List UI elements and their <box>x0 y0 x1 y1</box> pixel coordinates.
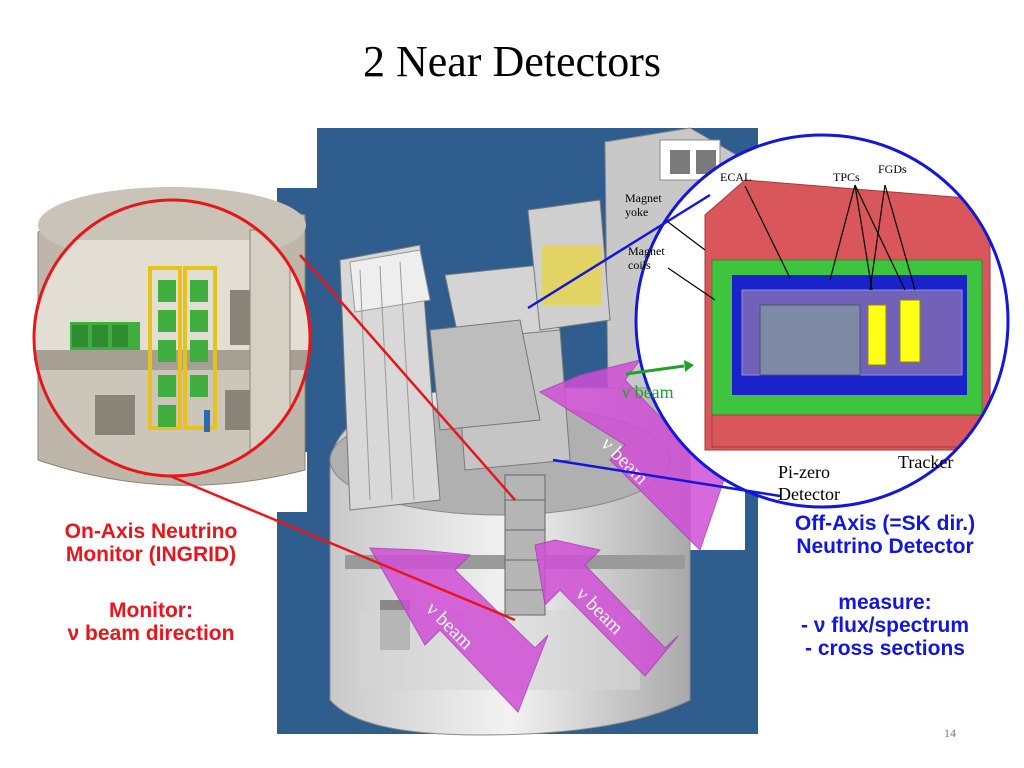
fgds-label: FGDs <box>878 162 907 176</box>
beam-direction-arrow <box>625 364 685 376</box>
nd280-callout-line <box>527 193 711 310</box>
ingrid-purpose-line: Monitor: <box>109 599 193 622</box>
nd280-heading-line: Neutrino Detector <box>796 535 974 558</box>
magnet-coils-label: Magnet <box>628 244 665 258</box>
nd280-callout-circle <box>634 133 1010 509</box>
slide-number: 14 <box>944 726 956 740</box>
nd280-magnet-blocks <box>339 199 611 511</box>
nd280-pointer-lines <box>667 184 916 301</box>
nd280-measure-item: - ν flux/spectrum <box>800 614 970 637</box>
nd280-heading: Off-Axis (=SK dir.) Neutrino Detector <box>754 512 1016 558</box>
ingrid-heading-line: Monitor (INGRID) <box>65 543 237 566</box>
nd280-measure: measure: - ν flux/spectrum - cross secti… <box>754 591 1016 660</box>
ingrid-callout-line <box>299 254 516 501</box>
nd280-measure-item: - cross sections <box>805 637 965 660</box>
ecal-label: ECAL <box>720 170 751 184</box>
nd280-beam-label: ν beam <box>622 382 674 402</box>
nd280-callout-line <box>552 458 781 498</box>
ingrid-purpose: Monitor: ν beam direction <box>20 599 282 645</box>
magnet-yoke-label: Magnet <box>625 191 662 205</box>
nd280-measure-title: measure: <box>838 591 932 614</box>
pi-zero-label: Detector <box>778 484 840 504</box>
magnet-coils-label: coils <box>628 258 651 272</box>
tracker-label: Tracker <box>898 452 953 472</box>
ingrid-building <box>34 187 310 486</box>
ingrid-callout-line <box>169 474 516 622</box>
beam-direction-arrowhead <box>684 360 694 372</box>
nd280-heading-line: Off-Axis (=SK dir.) <box>794 512 976 535</box>
slide-title: 2 Near Detectors <box>362 37 662 86</box>
ingrid-heading: On-Axis Neutrino Monitor (INGRID) <box>20 520 282 566</box>
ingrid-purpose-line: ν beam direction <box>67 622 235 645</box>
nd280-cutaway <box>636 135 1008 507</box>
tpcs-label: TPCs <box>833 170 860 184</box>
magnet-yoke-label: yoke <box>625 205 648 219</box>
pi-zero-label: Pi-zero <box>778 462 830 482</box>
ingrid-heading-line: On-Axis Neutrino <box>64 520 238 543</box>
